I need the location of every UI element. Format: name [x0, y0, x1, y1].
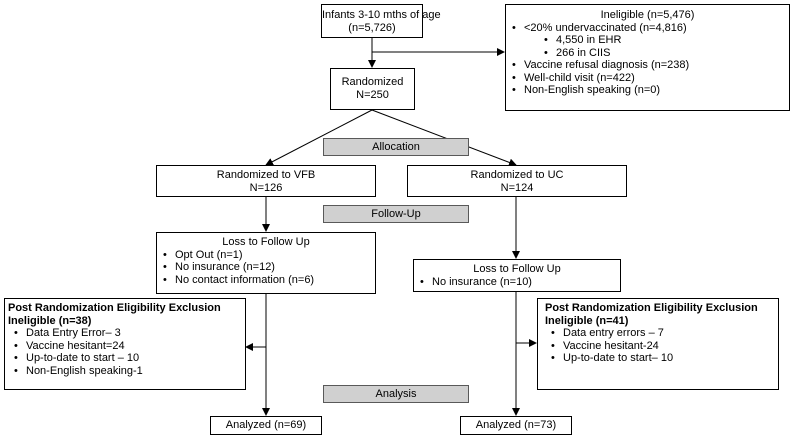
vfb-loss-item: No contact information (n=6) — [157, 274, 375, 287]
uc-exclusion-list: Data entry errors – 7 Vaccine hesitant-2… — [545, 327, 778, 365]
vfb-loss-item: Opt Out (n=1) — [157, 249, 375, 262]
ineligible-box: Ineligible (n=5,476) <20% undervaccinate… — [505, 4, 790, 111]
vfb-exclusion-item: Non-English speaking-1 — [8, 365, 245, 378]
vfb-arm-count: N=126 — [249, 181, 283, 194]
vfb-loss-title: Loss to Follow Up — [222, 236, 310, 248]
vfb-exclusion-box: Post Randomization Eligibility Exclusion… — [4, 298, 246, 390]
uc-arm-box: Randomized to UC N=124 — [407, 165, 627, 197]
ineligible-subitem: 4,550 in EHR — [506, 34, 789, 47]
vfb-exclusion-item: Up-to-date to start – 10 — [8, 352, 245, 365]
vfb-arm-label: Randomized to VFB — [216, 169, 316, 181]
uc-exclusion-item: Data entry errors – 7 — [545, 327, 778, 340]
uc-exclusion-item: Up-to-date to start– 10 — [545, 352, 778, 365]
uc-loss-box: Loss to Follow Up No insurance (n=10) — [413, 259, 621, 292]
vfb-arm-box: Randomized to VFB N=126 — [156, 165, 376, 197]
randomized-box: Randomized N=250 — [330, 68, 415, 110]
vfb-exclusion-title: Post Randomization Eligibility Exclusion — [8, 302, 221, 314]
vfb-exclusion-subtitle: Ineligible (n=38) — [8, 314, 92, 327]
vfb-analyzed-box: Analyzed (n=69) — [210, 416, 322, 435]
randomized-to-uc-line — [371, 109, 517, 167]
uc-exclusion-item: Vaccine hesitant-24 — [545, 340, 778, 353]
enrollment-count: (n=5,726) — [348, 21, 396, 34]
ineligible-item: <20% undervaccinated (n=4,816) — [506, 22, 789, 35]
vfb-exclusion-item: Vaccine hesitant=24 — [8, 340, 245, 353]
uc-arm-label: Randomized to UC — [470, 169, 564, 181]
randomized-count: N=250 — [356, 88, 389, 101]
ineligible-item: Well-child visit (n=422) — [506, 72, 789, 85]
uc-exclusion-subtitle: Ineligible (n=41) — [545, 314, 629, 327]
vfb-exclusion-item: Data Entry Error– 3 — [8, 327, 245, 340]
uc-loss-title: Loss to Follow Up — [473, 263, 561, 275]
uc-arm-count: N=124 — [500, 181, 534, 194]
ineligible-item: Non-English speaking (n=0) — [506, 84, 789, 97]
vfb-loss-box: Loss to Follow Up Opt Out (n=1) No insur… — [156, 232, 376, 294]
follow-up-stage-label: Follow-Up — [323, 205, 469, 223]
ineligible-title: Ineligible (n=5,476) — [600, 9, 695, 21]
uc-loss-list: No insurance (n=10) — [414, 276, 620, 289]
enrollment-label: Infants 3-10 mths of age — [322, 9, 441, 21]
enrollment-box: Infants 3-10 mths of age (n=5,726) — [321, 4, 441, 38]
vfb-exclusion-list: Data Entry Error– 3 Vaccine hesitant=24 … — [8, 327, 245, 377]
uc-exclusion-box: Post Randomization Eligibility Exclusion… — [537, 298, 779, 390]
randomized-label: Randomized — [341, 76, 404, 88]
ineligible-item: Vaccine refusal diagnosis (n=238) — [506, 59, 789, 72]
ineligible-subitem: 266 in CIIS — [506, 47, 789, 60]
vfb-loss-list: Opt Out (n=1) No insurance (n=12) No con… — [157, 249, 375, 287]
analysis-stage-label: Analysis — [323, 385, 469, 403]
allocation-stage-label: Allocation — [323, 138, 469, 156]
uc-exclusion-title: Post Randomization Eligibility Exclusion — [545, 302, 758, 314]
uc-loss-item: No insurance (n=10) — [414, 276, 620, 289]
uc-analyzed-box: Analyzed (n=73) — [460, 416, 572, 435]
randomized-to-vfb-line — [265, 109, 373, 166]
ineligible-list: <20% undervaccinated (n=4,816) 4,550 in … — [506, 22, 789, 97]
vfb-loss-item: No insurance (n=12) — [157, 261, 375, 274]
